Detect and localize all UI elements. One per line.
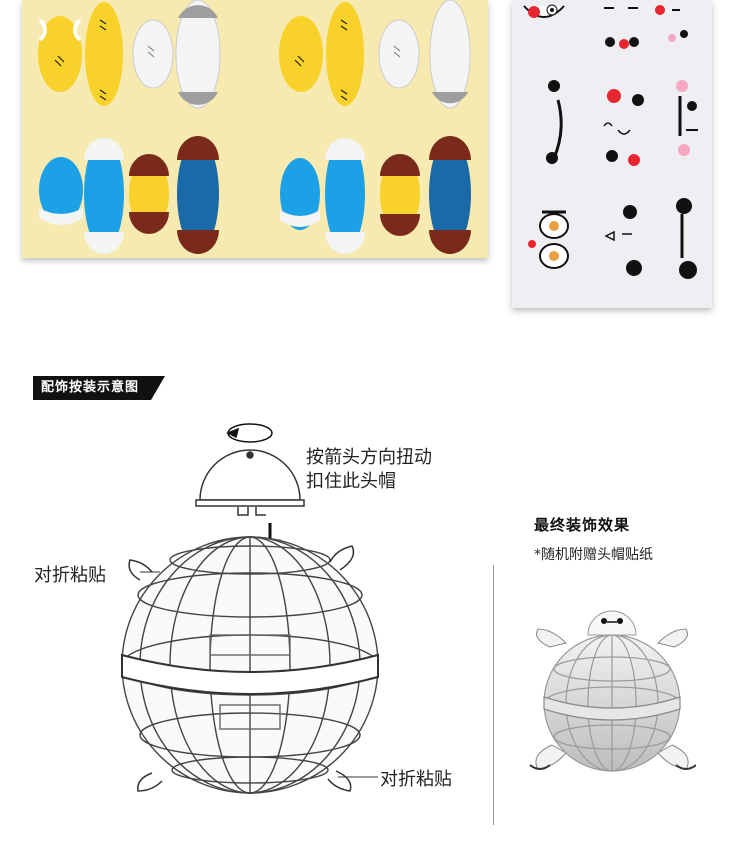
face-sticker-cartoon-1 xyxy=(523,4,565,18)
rotate-arrow-icon xyxy=(226,423,273,443)
wing-stickers-graphic xyxy=(38,0,471,254)
wing-sticker-yellow-brown-small-1 xyxy=(129,154,169,234)
result-title: 最终装饰效果 xyxy=(534,516,631,534)
fold-label-bottom: 对折粘贴 xyxy=(380,769,452,790)
face-sticker-glasses xyxy=(528,210,569,269)
sticker-sheet-wings xyxy=(22,0,488,258)
wing-tab-right-bottom xyxy=(327,770,352,792)
face-sticker-5 xyxy=(668,30,688,42)
instruction-line-1: 按箭头方向扭动 xyxy=(306,447,432,468)
install-diagram xyxy=(121,423,379,794)
wing-tab-left-bottom xyxy=(137,772,163,792)
wing-sticker-white-small-1 xyxy=(132,19,174,89)
instruction-line-2: 扣住此头帽 xyxy=(306,471,396,492)
face-sticker-panda xyxy=(604,205,642,276)
result-head-cap xyxy=(587,610,637,636)
wing-sticker-blue-large-2 xyxy=(325,138,365,254)
result-note: *随机附赠头帽贴纸 xyxy=(534,547,653,563)
result-toy-illustration xyxy=(529,610,696,772)
face-sticker-3 xyxy=(655,5,680,15)
face-sticker-7 xyxy=(603,89,644,166)
result-sphere xyxy=(543,634,681,772)
dome-cap-graphic xyxy=(195,449,305,516)
sticker-sheet-faces xyxy=(512,0,712,308)
wing-sticker-navy-large-2 xyxy=(429,136,471,254)
result-wings xyxy=(529,628,696,770)
face-sticker-8 xyxy=(676,80,698,156)
wing-sticker-yellow-large-2 xyxy=(326,2,364,106)
wing-tab-left-top xyxy=(128,559,153,581)
wing-sticker-yellow-large-1 xyxy=(85,2,123,106)
face-sticker-4 xyxy=(605,37,639,49)
sphere-cage-graphic xyxy=(121,536,379,794)
face-stickers-graphic xyxy=(523,4,698,279)
wing-sticker-yellow-brown-small-2 xyxy=(380,154,420,236)
wing-tab-right-top xyxy=(329,545,355,571)
wing-sticker-yellow-small-1 xyxy=(38,16,82,92)
section-title-accessory-install: 配饰按装示意图 xyxy=(33,376,165,400)
wing-sticker-white-large-1 xyxy=(175,0,221,109)
fold-label-left: 对折粘贴 xyxy=(34,565,106,586)
vertical-divider xyxy=(493,565,494,825)
wing-sticker-white-small-2 xyxy=(378,19,420,89)
face-sticker-6 xyxy=(546,80,563,164)
wing-sticker-yellow-small-2 xyxy=(279,16,323,92)
wing-sticker-blue-large-1 xyxy=(84,138,124,254)
wing-sticker-navy-large-1 xyxy=(177,136,219,254)
wing-sticker-blue-small-1 xyxy=(39,157,83,225)
wing-sticker-white-large-2 xyxy=(429,0,471,109)
face-sticker-9 xyxy=(676,198,697,279)
wing-sticker-blue-small-2 xyxy=(280,158,320,230)
